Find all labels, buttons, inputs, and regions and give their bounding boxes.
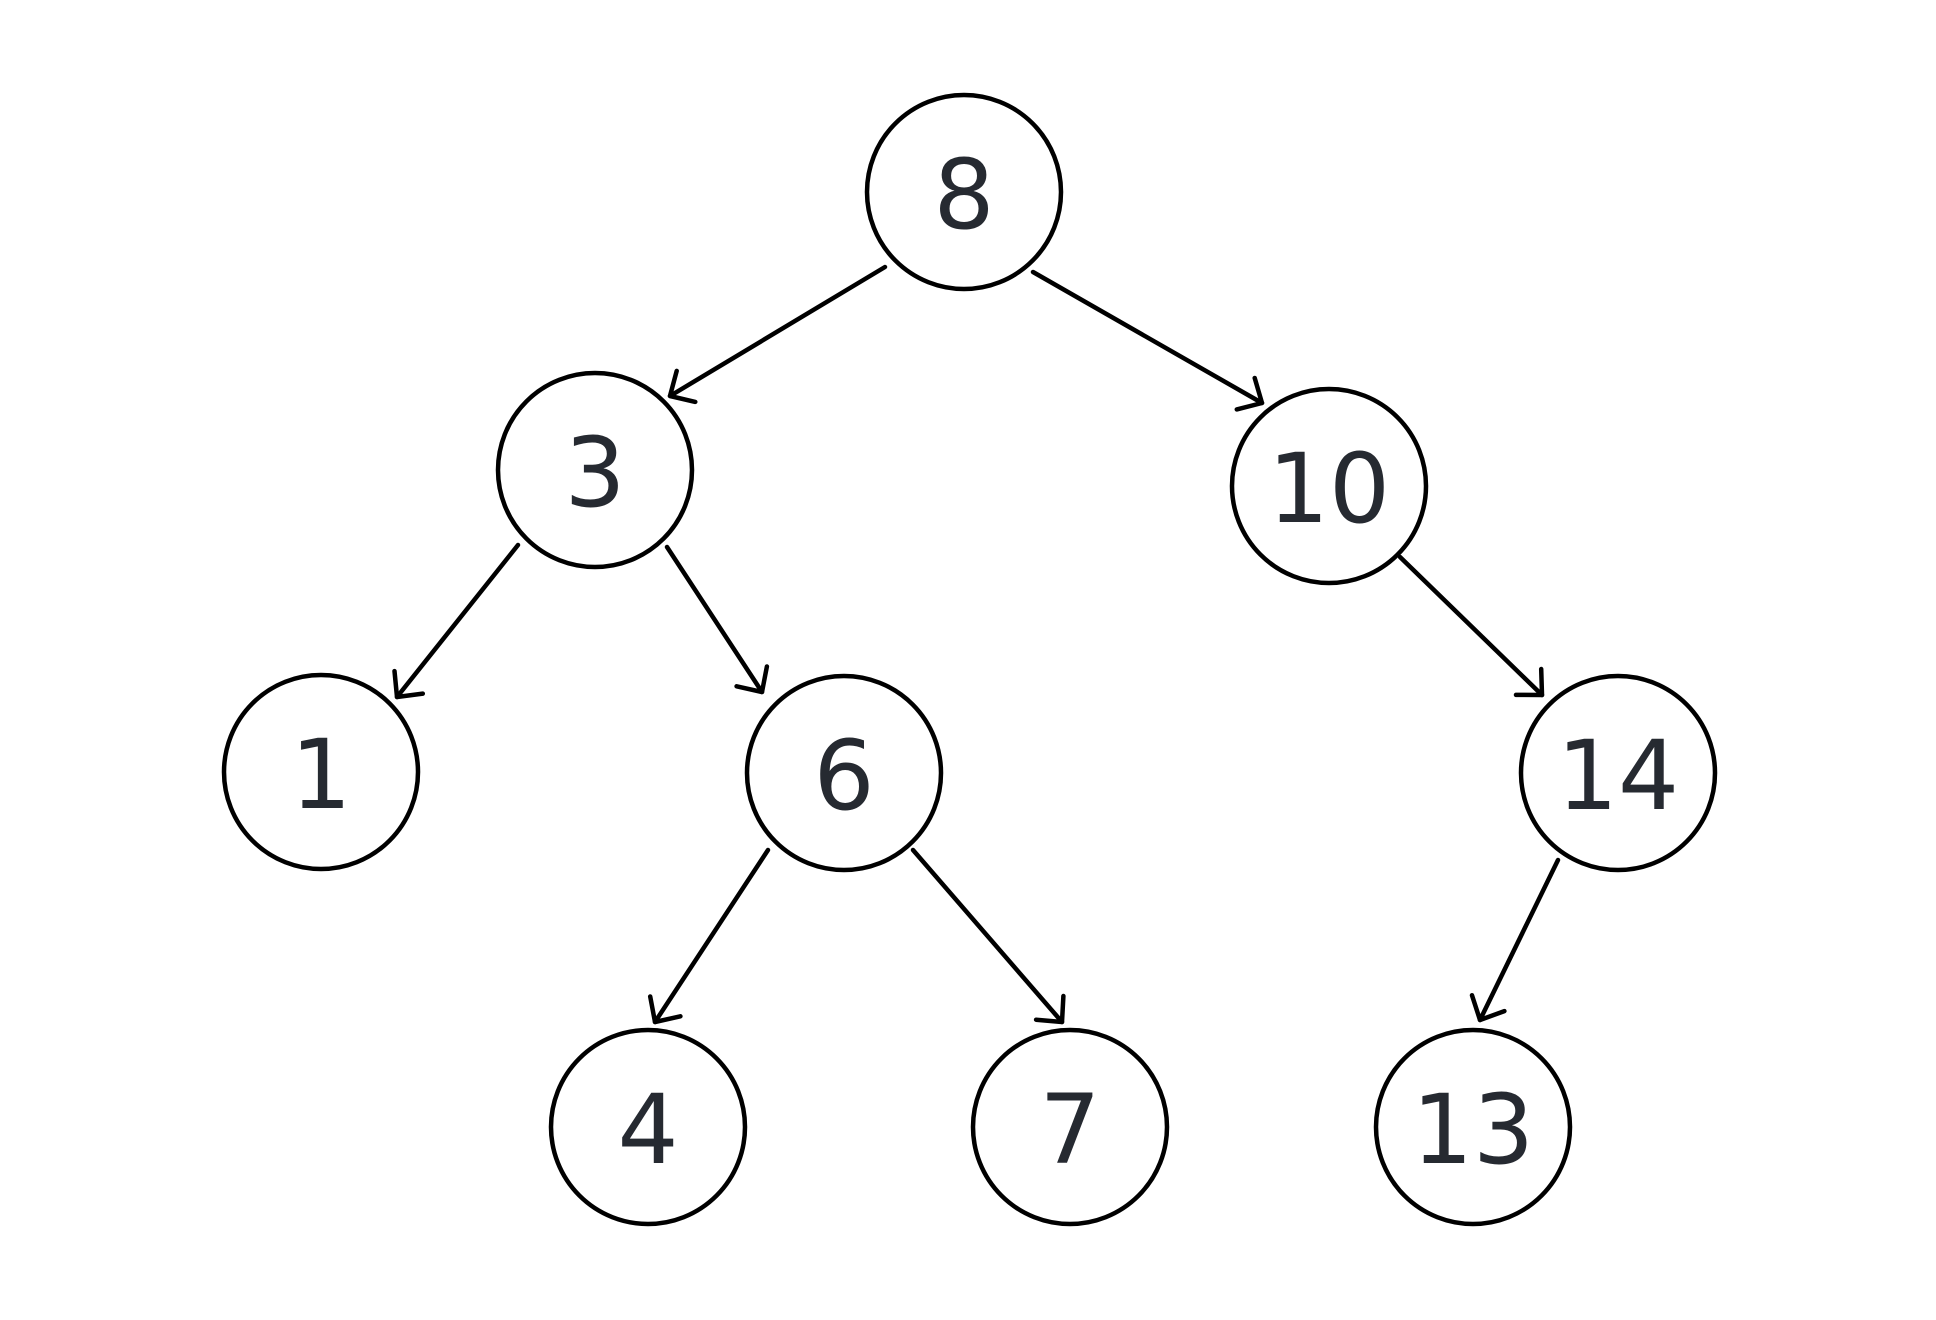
tree-node-8: 8: [864, 92, 1064, 292]
node-label: 1: [290, 719, 351, 831]
edge-6-7: [910, 847, 1066, 1025]
tree-node-1: 1: [221, 672, 421, 872]
node-circle: [864, 92, 1064, 292]
node-label: 7: [1039, 1074, 1100, 1186]
tree-node-7: 7: [970, 1027, 1170, 1227]
edge-3-6: [664, 544, 770, 695]
node-circle: [495, 370, 695, 570]
arrowhead-icon: [647, 994, 683, 1025]
node-label: 14: [1557, 720, 1679, 832]
node-circle: [221, 672, 421, 872]
node-label: 13: [1412, 1074, 1534, 1186]
arrowhead-icon: [1033, 993, 1066, 1025]
node-circle: [1373, 1027, 1573, 1227]
edge-line: [1030, 269, 1265, 406]
node-circle: [970, 1027, 1170, 1227]
edge-14-13: [1469, 857, 1561, 1023]
arrowhead-icon: [734, 664, 770, 695]
arrowhead-icon: [392, 668, 426, 700]
node-label: 4: [617, 1074, 678, 1186]
node-label: 6: [813, 720, 874, 832]
tree-node-3: 3: [495, 370, 695, 570]
node-circle: [744, 673, 944, 873]
node-circle: [1518, 673, 1718, 873]
edge-6-4: [647, 847, 771, 1025]
arrowhead-icon: [1513, 666, 1545, 698]
edge-3-1: [392, 542, 521, 700]
tree-node-10: 10: [1229, 386, 1429, 586]
edge-8-10: [1030, 269, 1265, 412]
edge-line: [910, 847, 1065, 1025]
node-label: 3: [564, 417, 625, 529]
edge-line: [394, 542, 521, 700]
edge-line: [667, 264, 888, 399]
tree-node-14: 14: [1518, 673, 1718, 873]
edge-line: [664, 544, 765, 695]
arrowhead-icon: [667, 368, 698, 405]
edge-line: [1397, 554, 1545, 698]
node-label: 8: [933, 139, 994, 251]
node-circle: [548, 1027, 748, 1227]
edge-10-14: [1397, 554, 1545, 698]
tree-node-6: 6: [744, 673, 944, 873]
arrowhead-icon: [1234, 375, 1265, 412]
node-label: 10: [1268, 433, 1390, 545]
edge-line: [652, 847, 771, 1025]
edge-line: [1477, 857, 1561, 1023]
arrowhead-icon: [1469, 993, 1507, 1023]
tree-node-4: 4: [548, 1027, 748, 1227]
edge-8-3: [667, 264, 888, 405]
tree-node-13: 13: [1373, 1027, 1573, 1227]
node-circle: [1229, 386, 1429, 586]
